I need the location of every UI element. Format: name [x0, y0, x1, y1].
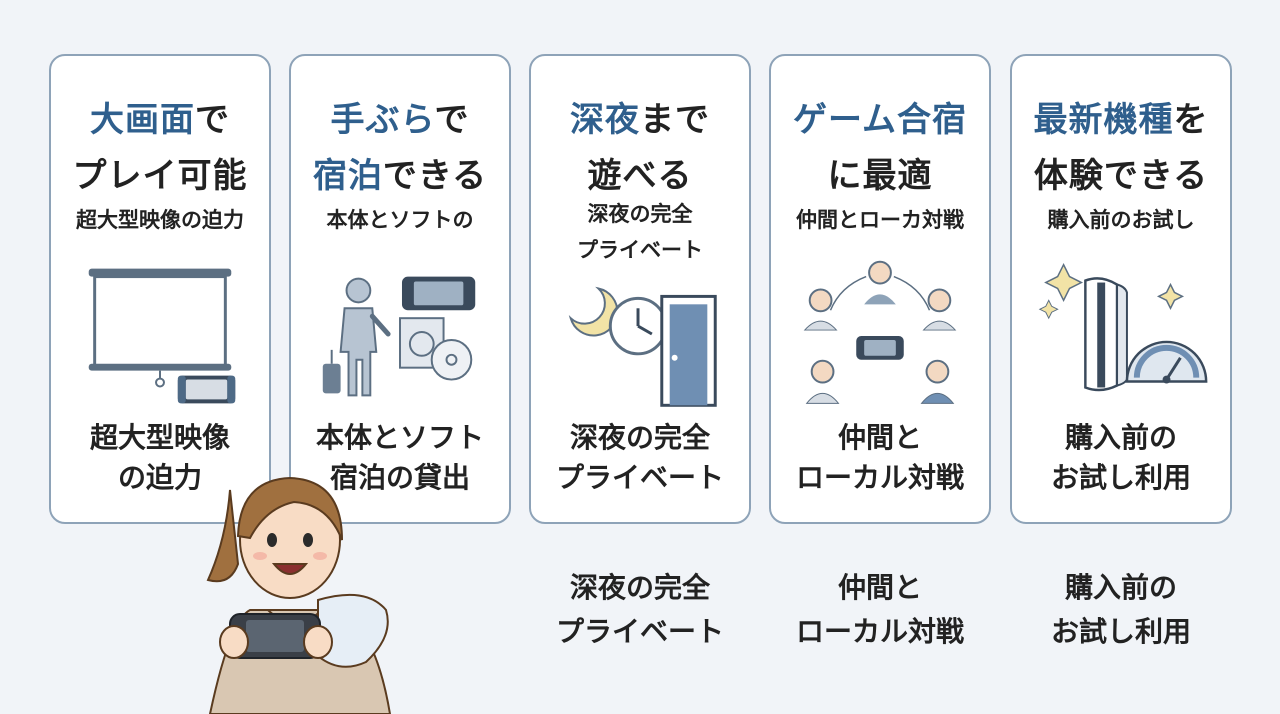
girl-holding-console-illustration — [190, 460, 400, 714]
feature-card-late-night: 深夜まで 遊べる 深夜の完全 プライベート 深夜の完全 プライベート — [529, 54, 751, 524]
caption-below-latest-console: 購入前の お試し利用 — [1050, 571, 1191, 648]
card-subtitle: 深夜の完全 プライベート — [577, 202, 703, 262]
card-title: 手ぶらで 宿泊できる — [312, 100, 488, 196]
feature-card-big-screen: 大画面で プレイ可能 超大型映像の迫力 超大型映像 の迫力 — [49, 54, 271, 524]
card-subtitle: 超大型映像の迫力 — [76, 208, 244, 232]
card-subtitle: 本体とソフトの — [326, 208, 474, 232]
card-caption: 深夜の完全 プライベート — [555, 421, 724, 494]
caption-below-game-camp: 仲間と ローカル対戦 — [795, 571, 964, 648]
card-title: 大画面で プレイ可能 — [72, 100, 248, 196]
caption-below-late-night: 深夜の完全 プライベート — [555, 571, 724, 648]
card-caption: 本体とソフト 宿泊の貸出 — [315, 421, 484, 494]
card-caption: 購入前の お試し利用 — [1050, 421, 1191, 494]
projector-screen-icon — [61, 256, 259, 416]
card-subtitle: 購入前のお試し — [1047, 208, 1195, 232]
moon-clock-door-icon — [541, 256, 739, 416]
card-caption: 仲間と ローカル対戦 — [795, 421, 964, 494]
feature-card-latest-console: 最新機種を 体験できる 購入前のお試し 購入前の お試し利用 — [1010, 54, 1232, 524]
card-caption: 超大型映像 の迫力 — [89, 421, 230, 494]
card-title: 最新機種を 体験できる — [1033, 100, 1209, 196]
console-speed-gauge-icon — [1022, 256, 1220, 416]
friends-playing-icon — [781, 256, 979, 416]
feature-card-game-camp: ゲーム合宿 に最適 仲間とローカ対戦 仲間と ローカル対戦 — [769, 54, 991, 524]
feature-card-empty-handed: 手ぶらで 宿泊できる 本体とソフトの 本体とソフト 宿泊の貸出 — [289, 54, 511, 524]
traveler-with-console-icon — [301, 256, 499, 416]
card-title: 深夜まで 遊べる — [570, 100, 710, 196]
card-title: ゲーム合宿 に最適 — [793, 100, 967, 196]
card-subtitle: 仲間とローカ対戦 — [796, 208, 964, 232]
